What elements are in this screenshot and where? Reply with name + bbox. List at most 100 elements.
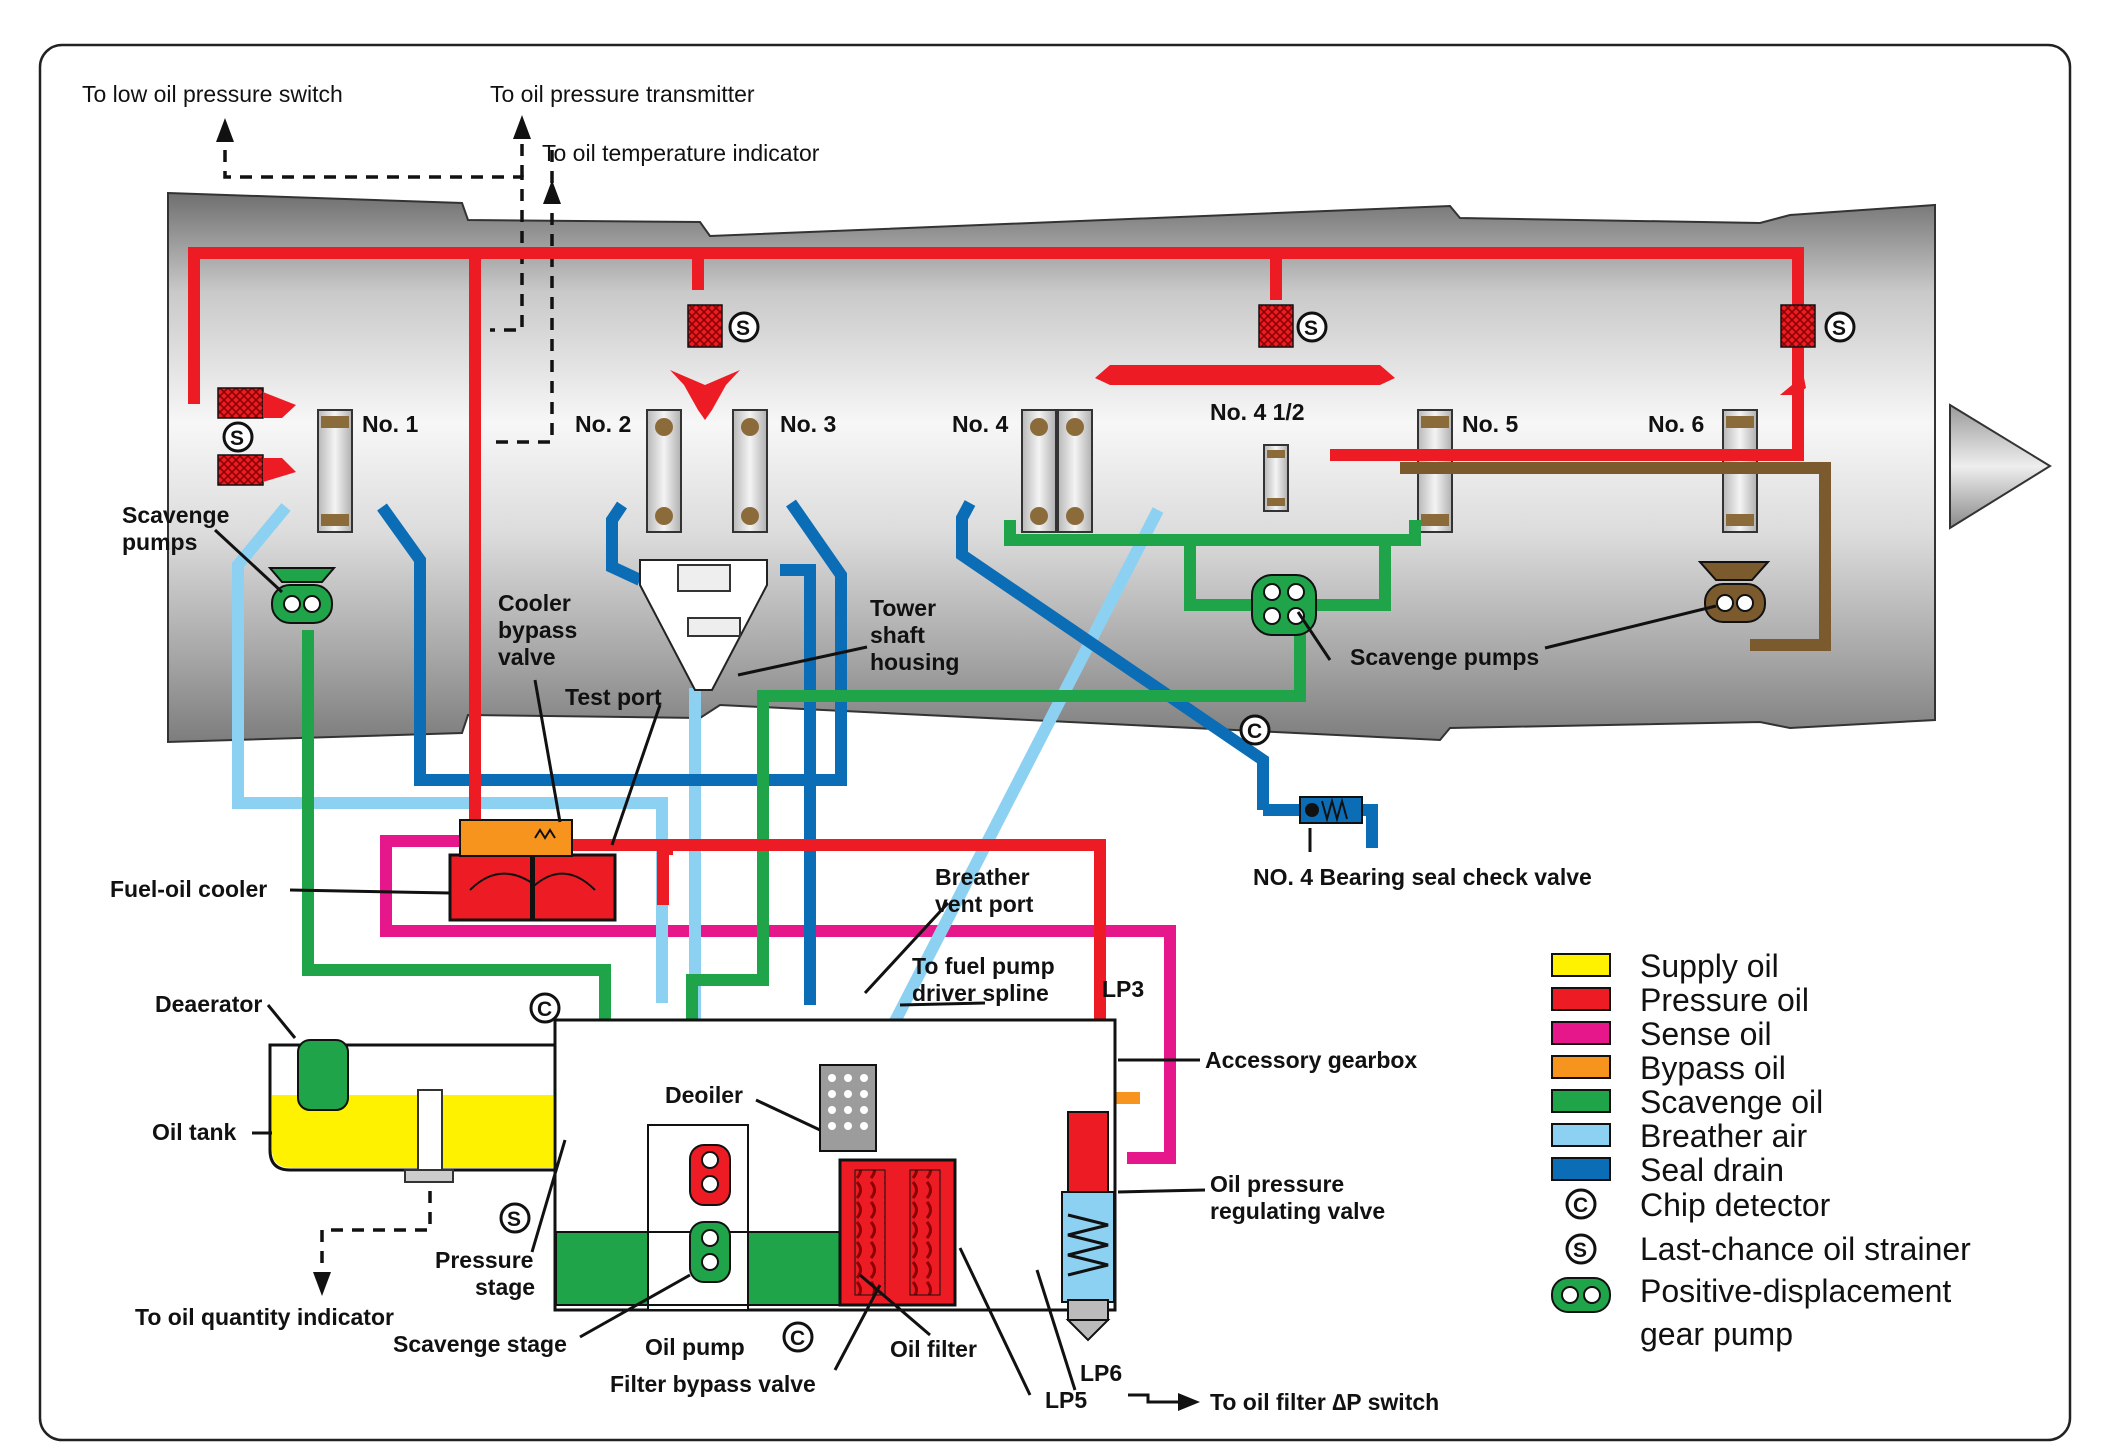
label-scavenge-pumps-right: Scavenge pumps: [1350, 644, 1539, 670]
legend-item-sense: Sense oil: [1551, 1016, 1772, 1052]
bearing-no2: [646, 409, 682, 533]
label-test-port: Test port: [565, 684, 662, 710]
label-lp5: LP5: [1045, 1387, 1087, 1413]
oil-pressure-regulating-valve: [1061, 1111, 1115, 1342]
chip-detector-symbol: C C C: [529, 714, 1271, 1353]
label-cooler-bypass-1: Cooler: [498, 590, 571, 616]
strainer-icon: [1565, 1233, 1597, 1265]
svg-text:S: S: [736, 317, 750, 340]
pressure-oil-lines: [188, 247, 1804, 1105]
deoiler: [819, 1064, 877, 1152]
legend-swatch-seal-drain: [1551, 1157, 1611, 1181]
strainer-no6: [1780, 304, 1816, 395]
legend-label-sense: Sense oil: [1640, 1016, 1772, 1052]
svg-text:C: C: [790, 1327, 805, 1350]
label-oil-pressure-reg-1: Oil pressure: [1210, 1171, 1344, 1197]
gear-pump-icon: [1551, 1277, 1611, 1313]
label-no4-seal-check-valve: NO. 4 Bearing seal check valve: [1253, 864, 1592, 890]
legend-label-pressure: Pressure oil: [1640, 982, 1809, 1018]
legend-label-chip-detector: Chip detector: [1640, 1187, 1831, 1223]
label-cooler-bypass-3: valve: [498, 644, 556, 670]
label-oil-filter-dp-switch: To oil filter ∆P switch: [1210, 1389, 1439, 1415]
seal-drain-lines: [377, 499, 1378, 1005]
legend-label-gear-pump-2: gear pump: [1640, 1316, 1793, 1352]
no4-seal-check-valve: [1299, 796, 1363, 824]
label-oil-filter: Oil filter: [890, 1336, 977, 1362]
label-filter-bypass-valve: Filter bypass valve: [610, 1371, 816, 1397]
legend-swatch-breather: [1551, 1123, 1611, 1147]
label-scavenge-pumps-left-1: Scavenge: [122, 502, 229, 528]
label-breather-vent-2: vent port: [935, 891, 1034, 917]
oil-filter: [838, 1158, 957, 1307]
label-no5: No. 5: [1462, 411, 1518, 437]
legend-swatch-supply: [1551, 953, 1611, 977]
legend-label-supply: Supply oil: [1640, 948, 1779, 984]
legend-swatch-bypass: [1551, 1055, 1611, 1079]
bearing-no3: [732, 409, 768, 533]
legend-label-scavenge: Scavenge oil: [1640, 1084, 1823, 1120]
label-oil-temperature-indicator: To oil temperature indicator: [542, 140, 820, 166]
leader-lines: [213, 528, 1717, 1396]
label-tower-shaft-2: shaft: [870, 622, 925, 648]
svg-text:S: S: [1573, 1239, 1587, 1262]
legend-item-seal-drain: Seal drain: [1551, 1152, 1784, 1188]
bearing-no4-half: [1263, 444, 1289, 512]
strainer-no4: [1095, 304, 1395, 385]
legend-item-strainer: S Last-chance oil strainer: [1565, 1231, 1971, 1267]
svg-text:C: C: [1247, 720, 1262, 743]
label-fuel-pump-spline-1: To fuel pump: [912, 953, 1055, 979]
legend-item-pressure: Pressure oil: [1551, 982, 1809, 1018]
scavenge-pumps-center: [1251, 574, 1317, 636]
legend-swatch-sense: [1551, 1021, 1611, 1045]
label-oil-pump: Oil pump: [645, 1334, 745, 1360]
label-pressure-stage-1: Pressure: [435, 1247, 533, 1273]
legend-label-breather: Breather air: [1640, 1118, 1808, 1154]
scavenge-pump-left: [267, 567, 337, 624]
strainer-no2-no3: [670, 304, 740, 420]
legend-item-breather: Breather air: [1551, 1118, 1808, 1154]
strainer-no1: [217, 387, 296, 486]
label-breather-vent-1: Breather: [935, 864, 1030, 890]
oil-tank: [268, 1039, 557, 1183]
label-oil-quantity-indicator: To oil quantity indicator: [135, 1304, 394, 1330]
label-scavenge-stage: Scavenge stage: [393, 1331, 567, 1357]
sense-oil-lines: [380, 835, 1176, 1164]
label-no4: No. 4: [952, 411, 1008, 437]
label-lp6: LP6: [1080, 1360, 1122, 1386]
label-no4-half: No. 4 1/2: [1210, 399, 1305, 425]
legend-label-bypass: Bypass oil: [1640, 1050, 1786, 1086]
svg-text:S: S: [230, 427, 244, 450]
label-oil-pressure-transmitter: To oil pressure transmitter: [490, 81, 755, 107]
legend-label-seal-drain: Seal drain: [1640, 1152, 1784, 1188]
label-low-oil-pressure-switch: To low oil pressure switch: [82, 81, 343, 107]
svg-text:S: S: [507, 1208, 521, 1231]
legend-label-gear-pump-1: Positive-displacement: [1640, 1273, 1951, 1309]
svg-text:S: S: [1832, 317, 1846, 340]
legend-item-supply: Supply oil: [1551, 948, 1779, 984]
legend-item-chip-detector: C Chip detector: [1565, 1187, 1831, 1223]
label-accessory-gearbox: Accessory gearbox: [1205, 1047, 1417, 1073]
label-no6: No. 6: [1648, 411, 1704, 437]
label-deoiler: Deoiler: [665, 1082, 743, 1108]
svg-text:C: C: [1573, 1194, 1588, 1217]
label-no2: No. 2: [575, 411, 631, 437]
fuel-oil-cooler: [448, 819, 617, 922]
label-scavenge-pumps-left-2: pumps: [122, 529, 197, 555]
diagram-labels: To low oil pressure switch To oil pressu…: [82, 81, 1704, 1415]
bearing-no4: [1021, 409, 1093, 533]
label-no1: No. 1: [362, 411, 418, 437]
scavenge-pump-no6: [1697, 561, 1771, 623]
label-fuel-oil-cooler: Fuel-oil cooler: [110, 876, 267, 902]
legend-swatch-pressure: [1551, 987, 1611, 1011]
label-cooler-bypass-2: bypass: [498, 617, 577, 643]
label-oil-tank: Oil tank: [152, 1119, 237, 1145]
svg-text:C: C: [537, 998, 552, 1021]
tower-shaft-housing: [639, 559, 768, 691]
label-fuel-pump-spline-2: driver spline: [912, 980, 1049, 1006]
pressure-stage-pump: [689, 1144, 731, 1283]
label-no3: No. 3: [780, 411, 836, 437]
legend: Supply oil Pressure oil Sense oil Bypass…: [1551, 948, 1971, 1352]
no6-drain-lines: [1400, 462, 1831, 651]
strainer-symbol: S S S S S: [222, 311, 1856, 1234]
